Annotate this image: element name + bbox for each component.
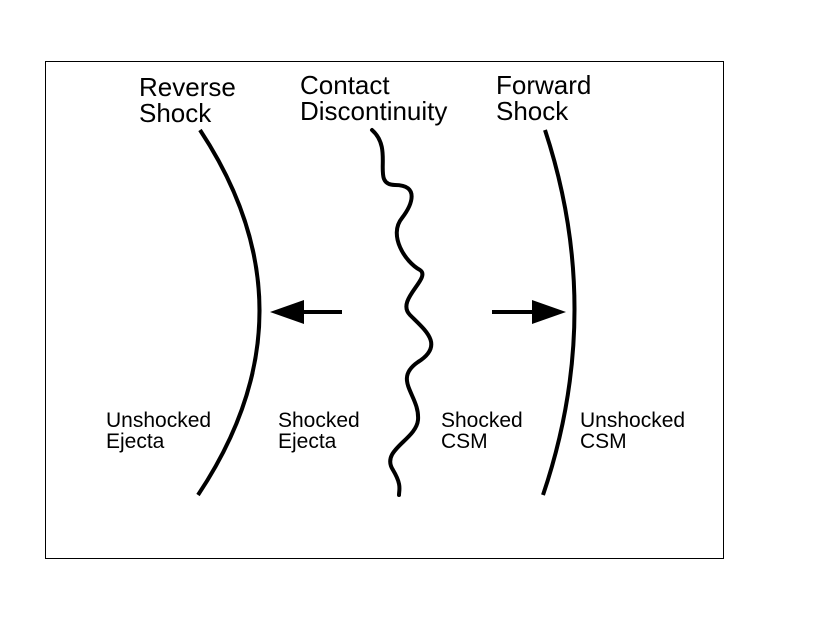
- reverse-shock-label: Reverse Shock: [139, 74, 236, 126]
- forward-shock-arrow: [492, 300, 566, 324]
- shocked-csm-label: Shocked CSM: [441, 410, 523, 452]
- forward-shock-label-line1: Forward: [496, 70, 592, 100]
- shocked-csm-label-line1: Shocked: [441, 409, 523, 432]
- reverse-shock-curve: [196, 128, 262, 497]
- shocked-ejecta-label-line1: Shocked: [278, 409, 360, 432]
- contact-discontinuity-label: Contact Discontinuity: [300, 72, 447, 124]
- forward-shock-label-line2: Shock: [496, 96, 569, 126]
- shocked-csm-label-line2: CSM: [441, 430, 488, 453]
- shocked-ejecta-label-line2: Ejecta: [278, 430, 337, 453]
- contact-discontinuity-label-line1: Contact: [300, 70, 390, 100]
- forward-shock-curve: [541, 129, 577, 496]
- unshocked-ejecta-label: Unshocked Ejecta: [106, 410, 211, 452]
- unshocked-ejecta-label-line1: Unshocked: [106, 409, 212, 432]
- diagram-frame: [45, 61, 724, 559]
- forward-shock-label: Forward Shock: [496, 72, 591, 124]
- unshocked-csm-label-line1: Unshocked: [580, 409, 686, 432]
- reverse-shock-arrow: [270, 300, 342, 324]
- unshocked-csm-label: Unshocked CSM: [580, 410, 685, 452]
- unshocked-csm-label-line2: CSM: [580, 430, 627, 453]
- contact-discontinuity-label-line2: Discontinuity: [300, 96, 448, 126]
- contact-discontinuity-curve: [370, 128, 434, 497]
- shocked-ejecta-label: Shocked Ejecta: [278, 410, 360, 452]
- unshocked-ejecta-label-line2: Ejecta: [106, 430, 165, 453]
- reverse-shock-label-line2: Shock: [139, 98, 212, 128]
- reverse-shock-label-line1: Reverse: [139, 72, 236, 102]
